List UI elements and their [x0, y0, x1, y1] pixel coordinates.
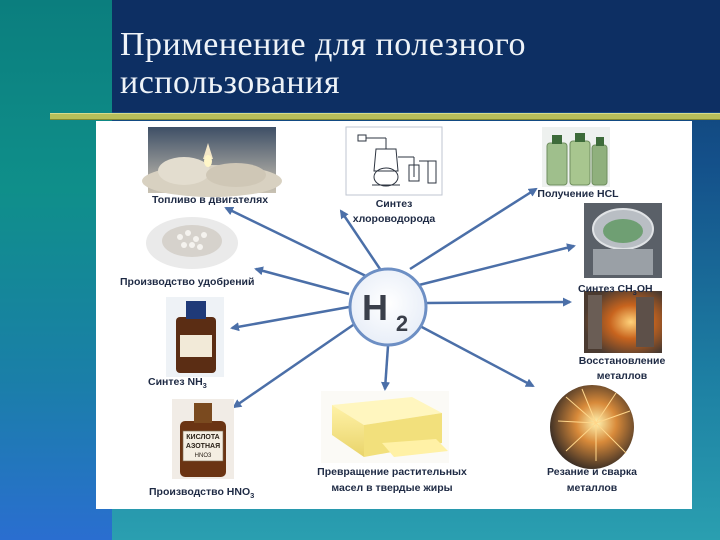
- label-fertilizer: Производство удобрений: [120, 276, 254, 288]
- arrow-methanol: [419, 246, 574, 285]
- h2-symbol: H: [362, 287, 388, 328]
- methanol-vessel-image: [584, 203, 662, 278]
- label-hno3-prefix: Производство HNO: [149, 486, 250, 498]
- arrow-nh3: [232, 307, 349, 328]
- hydrogen-uses-diagram: H 2: [96, 121, 692, 509]
- slide-title-line-2: использования: [120, 64, 340, 101]
- content-panel: H 2: [96, 121, 692, 509]
- title-divider: [50, 113, 720, 120]
- h2-subscript: 2: [396, 311, 408, 336]
- label-methanol-suffix: OH: [637, 283, 653, 295]
- welding-sparks-image: [550, 385, 634, 469]
- label-fuel: Топливо в двигателях: [152, 194, 268, 206]
- label-metals-line-1: Восстановление: [579, 355, 666, 367]
- label-nh3: Синтез NH3: [148, 376, 207, 390]
- hcl-synthesis-apparatus-image: [346, 127, 442, 195]
- nitric-acid-bottle-image: КИСЛОТА АЗОТНАЯ HNO3: [172, 399, 234, 479]
- label-methanol: Синтез CH3OH: [578, 283, 653, 297]
- label-metals-line-2: металлов: [597, 370, 648, 382]
- hydrogen-center: H 2: [350, 269, 426, 345]
- slide-title-line-1: Применение для полезного: [120, 26, 526, 63]
- arrow-fertilizer: [256, 269, 349, 294]
- arrow-hcl-production: [410, 189, 536, 269]
- nitric-bottle-label-line-2: АЗОТНАЯ: [186, 443, 220, 450]
- label-welding-line-2: металлов: [567, 482, 618, 494]
- label-hno3-subscript: 3: [250, 491, 254, 500]
- ammonia-bottle-image: [166, 297, 224, 377]
- arrow-metals: [427, 302, 570, 303]
- label-welding-line-1: Резание и сварка: [547, 466, 637, 478]
- butter-image: [321, 391, 449, 463]
- label-nh3-prefix: Синтез NH: [148, 376, 203, 388]
- label-hno3: Производство HNO3: [149, 486, 254, 500]
- rocket-launch-image: [142, 127, 282, 197]
- label-hcl-synthesis-line-1: Синтез: [376, 198, 413, 210]
- arrow-welding: [418, 325, 533, 386]
- slide-title: Применение для полезного использования: [120, 26, 526, 102]
- fertilizer-granules-image: [146, 217, 238, 269]
- label-nh3-subscript: 3: [203, 381, 207, 390]
- label-hcl-production: Получение HCL: [537, 188, 619, 200]
- nitric-bottle-label-line-1: КИСЛОТА: [186, 434, 219, 441]
- metal-reduction-image: [584, 291, 662, 353]
- label-hcl-synthesis-line-2: хлороводорода: [353, 213, 436, 225]
- label-methanol-prefix: Синтез CH: [578, 283, 633, 295]
- label-fats-line-2: масел в твердые жиры: [331, 482, 452, 494]
- nitric-bottle-label-line-3: HNO3: [195, 453, 212, 459]
- hcl-bottles-image: [542, 127, 610, 187]
- arrow-fats: [385, 346, 388, 389]
- label-fats-line-1: Превращение растительных: [317, 466, 467, 478]
